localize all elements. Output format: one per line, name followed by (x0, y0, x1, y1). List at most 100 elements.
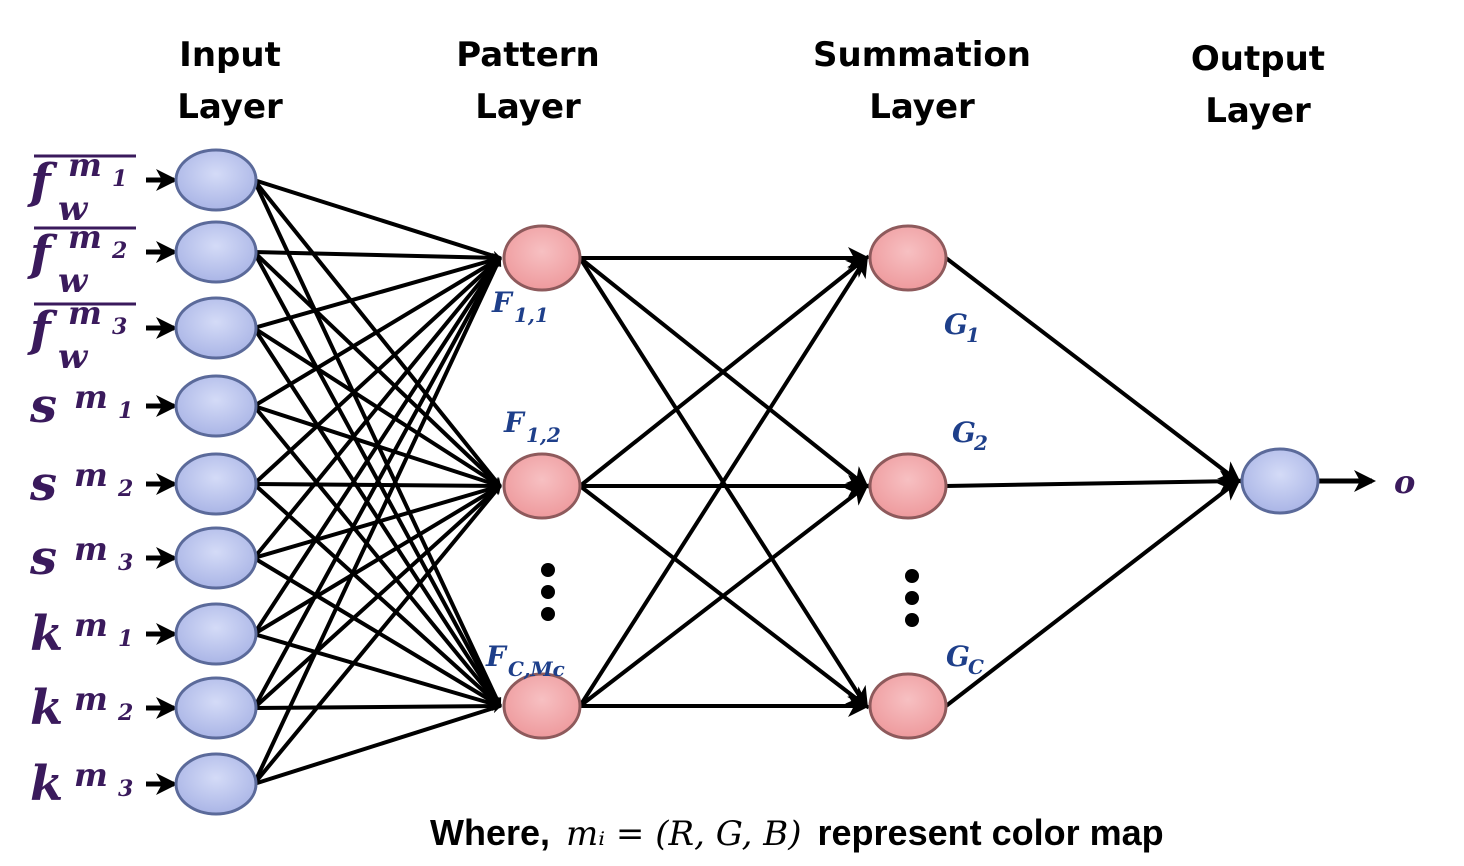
input-label-superscript-index: 2 (117, 476, 133, 502)
summation-node-1 (868, 224, 948, 292)
input-node-2 (174, 220, 258, 284)
output-node (1240, 447, 1320, 515)
input-label-superscript-index: 3 (112, 314, 127, 340)
summation-node-2 (868, 452, 948, 520)
input-layer-title-line2: Layer (177, 87, 283, 127)
edge-input-2-to-pattern-1 (253, 250, 502, 263)
input-label-superscript-index: 2 (111, 238, 127, 264)
input-node-8 (174, 676, 258, 740)
output-layer-title-line2: Layer (1205, 91, 1311, 131)
footnote: Where, mᵢ = (R, G, B) represent color ma… (430, 812, 1164, 854)
footnote-prefix: Where, (430, 812, 550, 853)
input-label-superscript: m (74, 456, 108, 494)
input-label-superscript: m (74, 378, 108, 416)
input-node-1 (174, 148, 258, 212)
edge-input-5-to-pattern-1 (252, 256, 502, 486)
input-label-superscript: m (74, 756, 108, 794)
summation-node-label-subscript: 2 (973, 431, 988, 455)
input-node-4 (174, 374, 258, 438)
input-label-base: f (27, 154, 58, 210)
pattern-node-1 (502, 224, 582, 292)
pattern-node-label-subscript: 1,1 (514, 303, 549, 327)
input-node-3 (174, 296, 258, 360)
pattern-node-label-subscript: C,Mc (508, 657, 565, 681)
nodes (174, 148, 1320, 816)
summation-node-label-base: G (946, 640, 970, 673)
pattern-node-label-subscript: 1,2 (526, 423, 561, 447)
pattern-node-label-base: F (503, 406, 526, 439)
edge-pattern-3-to-summation-1 (578, 254, 869, 708)
input-label-superscript-index: 3 (118, 776, 133, 802)
input-label-subscript: w (58, 261, 89, 301)
input-label-superscript-index: 3 (118, 550, 133, 576)
edge-input-9-to-pattern-1 (252, 256, 502, 785)
ellipsis-dot (541, 585, 555, 599)
footnote-math: mᵢ = (R, G, B) (566, 814, 801, 854)
input-node-7 (174, 602, 258, 666)
pattern-ellipsis (541, 563, 555, 621)
pattern-layer-title-line2: Layer (475, 87, 581, 127)
edge-pattern-2-to-summation-1 (578, 255, 870, 488)
edge-input-8-to-pattern-1 (252, 256, 502, 709)
edge-summation-1-to-output (944, 256, 1242, 484)
input-label-superscript-index: 1 (118, 398, 133, 424)
connections (146, 169, 1376, 795)
input-label-base: f (27, 226, 58, 282)
pattern-node-2 (502, 452, 582, 520)
ellipsis-dot (905, 613, 919, 627)
edge-input-4-to-pattern-3 (252, 404, 502, 708)
edge-input-9-to-pattern-3 (253, 703, 502, 786)
input-label-base: k (30, 756, 63, 812)
ellipsis-dot (905, 591, 919, 605)
input-label-base: f (27, 302, 58, 358)
ellipsis-dot (905, 569, 919, 583)
input-label-superscript: m (68, 218, 102, 256)
edge-input-6-to-pattern-1 (252, 256, 502, 560)
footnote-suffix: represent color map (818, 812, 1164, 853)
input-label-base: s (29, 530, 57, 586)
summation-node-label-subscript: 1 (966, 323, 980, 347)
ellipsis-dot (541, 563, 555, 577)
summation-ellipsis (905, 569, 919, 627)
input-label-base: k (30, 680, 63, 736)
input-label-superscript: m (68, 146, 102, 184)
edge-input-7-to-pattern-3 (253, 632, 502, 709)
output-layer-title-line1: Output (1191, 39, 1325, 79)
edge-input-8-to-pattern-2 (252, 484, 502, 710)
output-label: o (1394, 463, 1415, 501)
edge-input-7-to-pattern-1 (252, 256, 502, 636)
summation-node-label-base: G (944, 308, 968, 341)
edge-summation-3-to-output (944, 478, 1242, 708)
edge-input-4-to-pattern-1 (252, 256, 502, 408)
input-label-subscript: w (58, 337, 89, 377)
edge-input-3-to-pattern-1 (253, 255, 502, 330)
input-label-base: s (29, 378, 57, 434)
edge-pattern-3-to-summation-2 (578, 483, 870, 708)
edge-input-1-to-pattern-1 (253, 178, 502, 261)
summation-node-label-base: G (952, 416, 976, 449)
ellipsis-dot (541, 607, 555, 621)
pattern-node-label-base: F (491, 286, 514, 319)
input-node-6 (174, 526, 258, 590)
summation-node-3 (868, 672, 948, 740)
input-label-superscript-index: 2 (117, 700, 133, 726)
input-label-base: s (29, 456, 57, 512)
input-node-5 (174, 452, 258, 516)
input-label-superscript: m (74, 680, 108, 718)
pattern-node-3 (502, 672, 582, 740)
edge-input-8-to-pattern-3 (253, 701, 502, 712)
edge-input-7-to-pattern-2 (252, 484, 502, 636)
input-layer-title-line1: Input (179, 35, 281, 75)
edge-summation-2-to-output (945, 470, 1242, 493)
summation-node-label-subscript: C (968, 655, 984, 679)
input-label-subscript: w (58, 189, 89, 229)
